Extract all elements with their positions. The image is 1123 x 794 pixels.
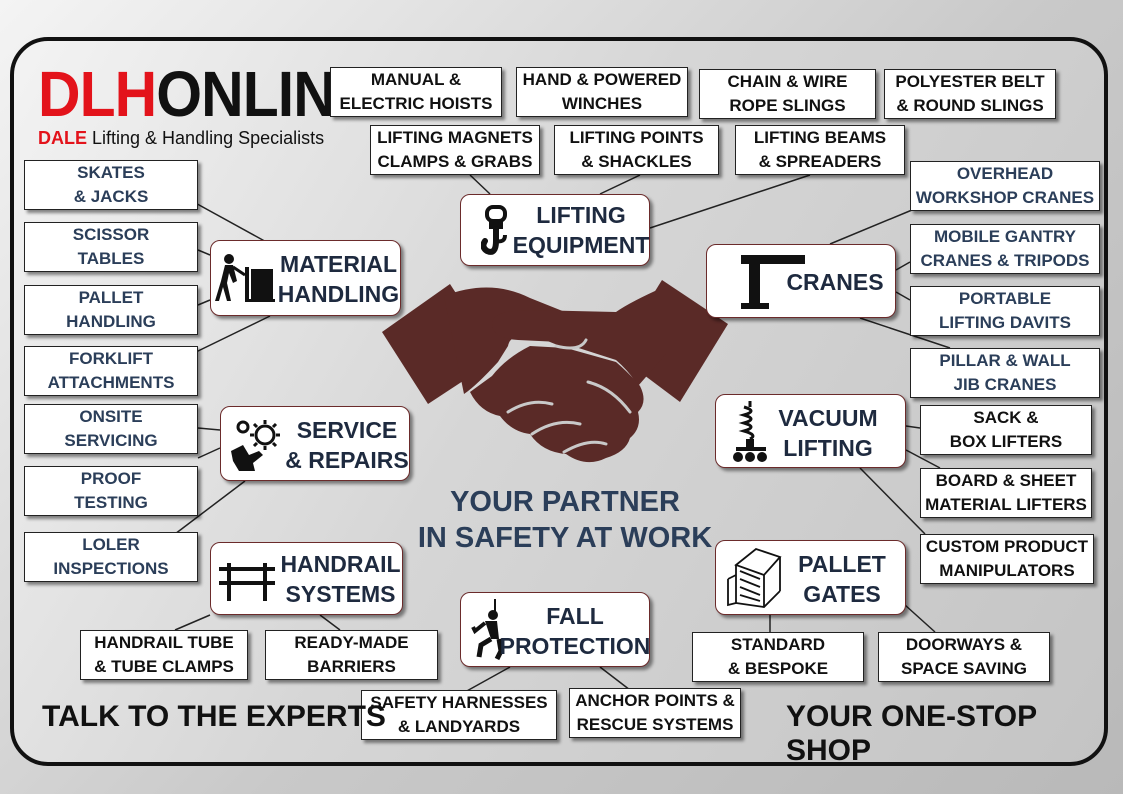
item-anchor-points-rescue[interactable]: ANCHOR POINTS & RESCUE SYSTEMS	[569, 688, 741, 738]
item-sack-box-lifters[interactable]: SACK & BOX LIFTERS	[920, 405, 1092, 455]
item-proof-testing[interactable]: PROOF TESTING	[24, 466, 198, 516]
item-loler-inspections[interactable]: LOLER INSPECTIONS	[24, 532, 198, 582]
footer-right-slogan: YOUR ONE-STOP SHOP	[786, 700, 1037, 767]
item-doorways-space-saving[interactable]: DOORWAYS & SPACE SAVING	[878, 632, 1050, 682]
hub-label-handrail-systems: HANDRAIL SYSTEMS	[280, 551, 401, 607]
hook-icon	[481, 205, 507, 255]
item-chain-wire-rope-slings[interactable]: CHAIN & WIRE ROPE SLINGS	[699, 69, 876, 119]
item-pillar-wall-jib-cranes[interactable]: PILLAR & WALL JIB CRANES	[910, 348, 1100, 398]
handrail-icon	[219, 563, 275, 601]
hub-lifting-equipment[interactable]: LIFTING EQUIPMENT	[460, 194, 650, 266]
handshake-icon	[382, 280, 728, 463]
hub-label-vacuum-lifting: VACUUM LIFTING	[778, 405, 878, 461]
logo-tagline: DALE Lifting & Handling Specialists	[38, 128, 402, 149]
item-pallet-handling[interactable]: PALLET HANDLING	[24, 285, 198, 335]
item-hand-powered-winches[interactable]: HAND & POWERED WINCHES	[516, 67, 688, 117]
logo-red-text: DLH	[38, 58, 157, 130]
logo-wordmark: DLHONLINE	[38, 62, 374, 126]
item-lifting-magnets-clamps-grabs[interactable]: LIFTING MAGNETS CLAMPS & GRABS	[370, 125, 540, 175]
hub-vacuum-lifting[interactable]: VACUUM LIFTING	[715, 394, 906, 468]
footer-left-slogan: TALK TO THE EXPERTS	[42, 700, 386, 733]
hub-label-lifting-equipment: LIFTING EQUIPMENT	[512, 202, 650, 258]
item-skates-jacks[interactable]: SKATES & JACKS	[24, 160, 198, 210]
center-tagline: YOUR PARTNER IN SAFETY AT WORK	[417, 486, 713, 554]
logo-tag-red: DALE	[38, 128, 87, 148]
item-lifting-beams-spreaders[interactable]: LIFTING BEAMS & SPREADERS	[735, 125, 905, 175]
hub-label-pallet-gates: PALLET GATES	[798, 551, 886, 607]
hub-label-fall-protection: FALL PROTECTION	[499, 603, 651, 659]
hub-material-handling[interactable]: MATERIAL HANDLING	[210, 240, 401, 316]
item-ready-made-barriers[interactable]: READY-MADE BARRIERS	[265, 630, 438, 680]
item-standard-bespoke[interactable]: STANDARD & BESPOKE	[692, 632, 864, 682]
logo-tag-rest: Lifting & Handling Specialists	[87, 128, 325, 148]
item-portable-lifting-davits[interactable]: PORTABLE LIFTING DAVITS	[910, 286, 1100, 336]
hub-pallet-gates[interactable]: PALLET GATES	[715, 540, 906, 615]
pallet-gate-icon	[727, 547, 782, 608]
item-mobile-gantry-cranes[interactable]: MOBILE GANTRY CRANES & TRIPODS	[910, 224, 1100, 274]
item-onsite-servicing[interactable]: ONSITE SERVICING	[24, 404, 198, 454]
item-safety-harnesses-landyards[interactable]: SAFETY HARNESSES & LANDYARDS	[361, 690, 557, 740]
hub-handrail-systems[interactable]: HANDRAIL SYSTEMS	[210, 542, 403, 615]
hub-service-repairs[interactable]: SERVICE & REPAIRS	[220, 406, 410, 481]
hub-cranes[interactable]: CRANES	[706, 244, 896, 318]
item-manual-electric-hoists[interactable]: MANUAL & ELECTRIC HOISTS	[330, 67, 502, 117]
gear-hand-icon	[231, 420, 280, 471]
item-lifting-points-shackles[interactable]: LIFTING POINTS & SHACKLES	[554, 125, 719, 175]
item-polyester-belt-round-slings[interactable]: POLYESTER BELT & ROUND SLINGS	[884, 69, 1056, 119]
hub-label-service-repairs: SERVICE & REPAIRS	[285, 417, 409, 473]
worker-trolley-icon	[215, 254, 275, 302]
vacuum-lifter-icon	[733, 401, 767, 462]
hub-label-material-handling: MATERIAL HANDLING	[277, 251, 400, 307]
hub-label-cranes: CRANES	[786, 269, 884, 295]
crane-icon	[741, 255, 805, 309]
item-overhead-workshop-cranes[interactable]: OVERHEAD WORKSHOP CRANES	[910, 161, 1100, 211]
item-forklift-attachments[interactable]: FORKLIFT ATTACHMENTS	[24, 346, 198, 396]
hub-fall-protection[interactable]: FALL PROTECTION	[460, 592, 650, 667]
item-scissor-tables[interactable]: SCISSOR TABLES	[24, 222, 198, 272]
item-handrail-tube-clamps[interactable]: HANDRAIL TUBE & TUBE CLAMPS	[80, 630, 248, 680]
item-board-sheet-lifters[interactable]: BOARD & SHEET MATERIAL LIFTERS	[920, 468, 1092, 518]
climber-icon	[471, 599, 504, 661]
item-custom-product-manipulators[interactable]: CUSTOM PRODUCT MANIPULATORS	[920, 534, 1094, 584]
